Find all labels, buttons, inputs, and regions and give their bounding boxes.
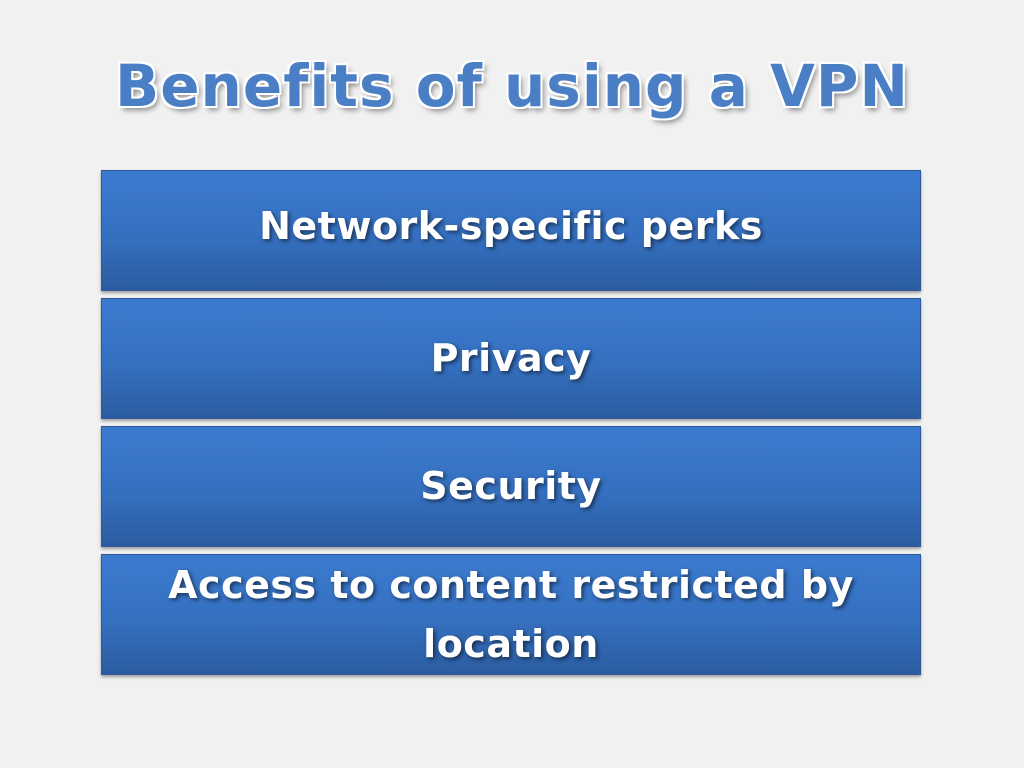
benefit-label: Access to content restricted by location <box>168 562 854 666</box>
slide-title: Benefits of using a VPN <box>115 52 909 120</box>
benefit-label: Security <box>420 463 602 508</box>
benefit-network-specific-perks: Network-specific perks <box>101 170 921 291</box>
benefit-geo-restricted-access: Access to content restricted by location <box>101 554 921 675</box>
benefit-label: Privacy <box>430 335 592 380</box>
benefit-label: Network-specific perks <box>259 203 763 248</box>
benefit-privacy: Privacy <box>101 298 921 419</box>
benefit-security: Security <box>101 426 921 547</box>
benefits-list: Network-specific perks Privacy Security … <box>101 170 923 682</box>
